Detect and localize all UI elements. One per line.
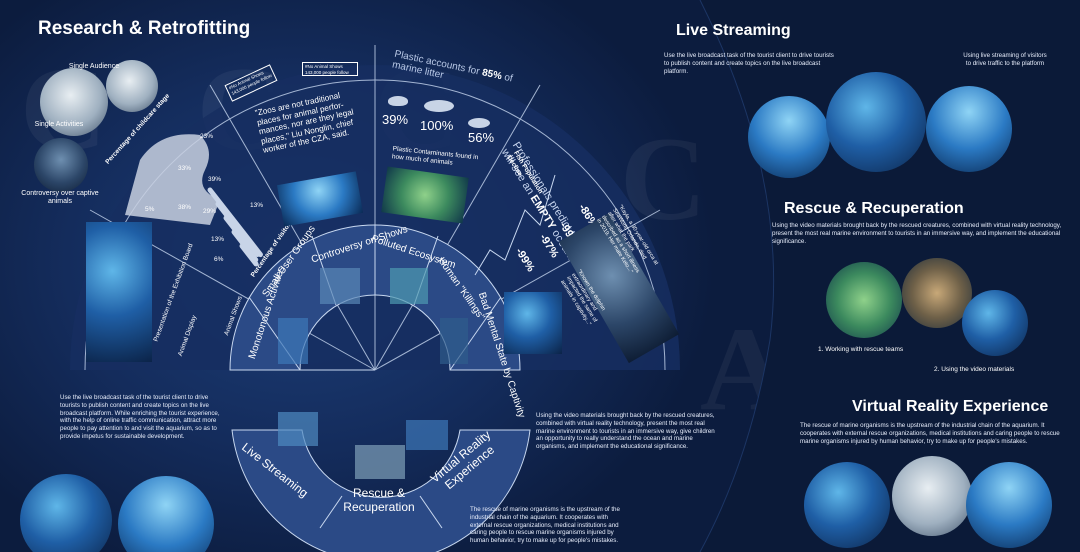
visitor-bar bbox=[239, 243, 259, 267]
plastic-value-3: 56% bbox=[468, 130, 495, 145]
photo-aquarium-tunnel bbox=[20, 474, 112, 552]
photo-vr-dome bbox=[966, 462, 1052, 548]
fish-decline-chart bbox=[474, 174, 556, 276]
section-title-vr: Virtual Reality Experience bbox=[852, 398, 1049, 415]
photo-shark-tunnel bbox=[926, 86, 1012, 172]
photo-manta-window bbox=[826, 72, 926, 172]
photo-penguins bbox=[106, 60, 158, 112]
photo-vr-headset bbox=[892, 456, 972, 536]
photo-dolphins bbox=[748, 96, 830, 178]
childcare-value-4: 5% bbox=[145, 206, 155, 213]
visitor-value-2: 29% bbox=[203, 208, 217, 215]
photo-rescue-penguins bbox=[902, 258, 972, 328]
photo-captive-animal bbox=[34, 138, 88, 192]
fish-silhouette-icon bbox=[424, 100, 454, 112]
label-single-activities: Single Activities bbox=[34, 121, 84, 128]
animal-silhouette-icon bbox=[388, 96, 408, 106]
visitors-bar-chart bbox=[207, 187, 263, 267]
visitor-value-5: 6% bbox=[214, 256, 224, 263]
photo-rescued-turtle bbox=[826, 262, 902, 338]
visitor-value-1: 39% bbox=[208, 176, 222, 183]
visitor-value-4: 13% bbox=[250, 202, 264, 209]
photo-manta-tank bbox=[118, 476, 214, 552]
childcare-value-2: 33% bbox=[178, 165, 192, 172]
label-controversy-captive: Controversy over captive animals bbox=[21, 190, 99, 205]
photo-aquarium-visitors bbox=[86, 222, 152, 362]
bottom-left-paragraph: Use the live broadcast task of the touri… bbox=[60, 394, 220, 440]
section-title-rescue: Rescue & Recuperation bbox=[784, 200, 964, 217]
bottom-ring-photo-2 bbox=[355, 445, 405, 479]
photo-orca bbox=[504, 292, 562, 354]
plastic-value-2: 100% bbox=[420, 118, 454, 133]
bottom-center-paragraph: Using the video materials brought back b… bbox=[536, 412, 715, 451]
section-title-research: Research & Retrofitting bbox=[38, 18, 251, 39]
ring-photo-4 bbox=[440, 318, 468, 364]
ring-photo-2 bbox=[320, 268, 360, 304]
photo-sea-turtle bbox=[962, 290, 1028, 356]
ring-photo-1 bbox=[278, 318, 308, 364]
label-single-audience: Single Audience bbox=[68, 63, 120, 70]
ring-photo-3 bbox=[390, 268, 428, 304]
photo-vr-tunnel bbox=[804, 462, 890, 548]
bottom-ring-photo-1 bbox=[278, 412, 318, 446]
badge-no-animal-shows-2: #No Animal Shows 143,000 people follow bbox=[302, 62, 358, 76]
bottom-ring-rescue: Rescue & Recuperation bbox=[343, 486, 415, 514]
section-title-live: Live Streaming bbox=[676, 22, 791, 39]
childcare-value-3: 38% bbox=[178, 204, 192, 211]
childcare-value-1: 23% bbox=[200, 133, 214, 140]
bottom-ring-photo-3 bbox=[406, 420, 448, 450]
rescue-caption-1: 1. Working with rescue teams bbox=[818, 346, 904, 353]
plastic-value-1: 39% bbox=[382, 112, 409, 127]
rescue-paragraph: Using the video materials brought back b… bbox=[772, 222, 1062, 245]
rescue-caption-2: 2. Using the video materials bbox=[934, 366, 1015, 373]
vr-paragraph: The rescue of marine organisms is the up… bbox=[800, 422, 1060, 445]
childcare-area-chart bbox=[125, 134, 220, 225]
turtle-silhouette-icon bbox=[468, 118, 490, 128]
visitor-value-3: 13% bbox=[211, 236, 225, 243]
live-caption: Using live streaming of visitors to driv… bbox=[963, 52, 1047, 67]
bottom-rescue-paragraph: The rescue of marine organisms is the up… bbox=[470, 506, 620, 545]
photo-polar-bear bbox=[40, 68, 108, 136]
live-paragraph: Use the live broadcast task of the touri… bbox=[664, 52, 834, 75]
